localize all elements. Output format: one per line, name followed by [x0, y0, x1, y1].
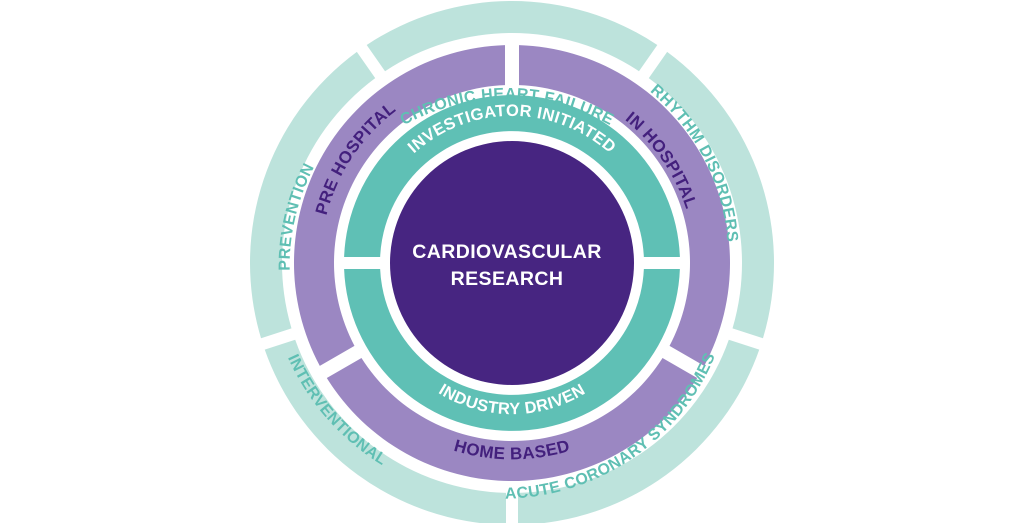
- outer-segment-rhythm-disorders[interactable]: [648, 51, 775, 339]
- outer-segment-prevention[interactable]: [249, 51, 376, 339]
- middle-segment-pre-hospital[interactable]: [293, 45, 505, 366]
- outer-segment-acute-coronary-syndromes[interactable]: [518, 339, 760, 523]
- outer-ring: [249, 1, 775, 523]
- middle-segment-home-based[interactable]: [326, 357, 698, 482]
- inner-ring: [344, 95, 680, 431]
- outer-segment-chronic-heart-failure[interactable]: [366, 1, 658, 72]
- center-circle[interactable]: [390, 141, 634, 385]
- middle-ring: [293, 45, 731, 482]
- middle-segment-in-hospital[interactable]: [519, 45, 731, 366]
- inner-segment-investigator-initiated[interactable]: [344, 95, 680, 257]
- center-title-line1: CARDIOVASCULAR: [412, 241, 601, 263]
- inner-segment-industry-driven[interactable]: [344, 269, 680, 431]
- outer-segment-interventional[interactable]: [264, 339, 506, 523]
- center-title-line2: RESEARCH: [451, 268, 564, 290]
